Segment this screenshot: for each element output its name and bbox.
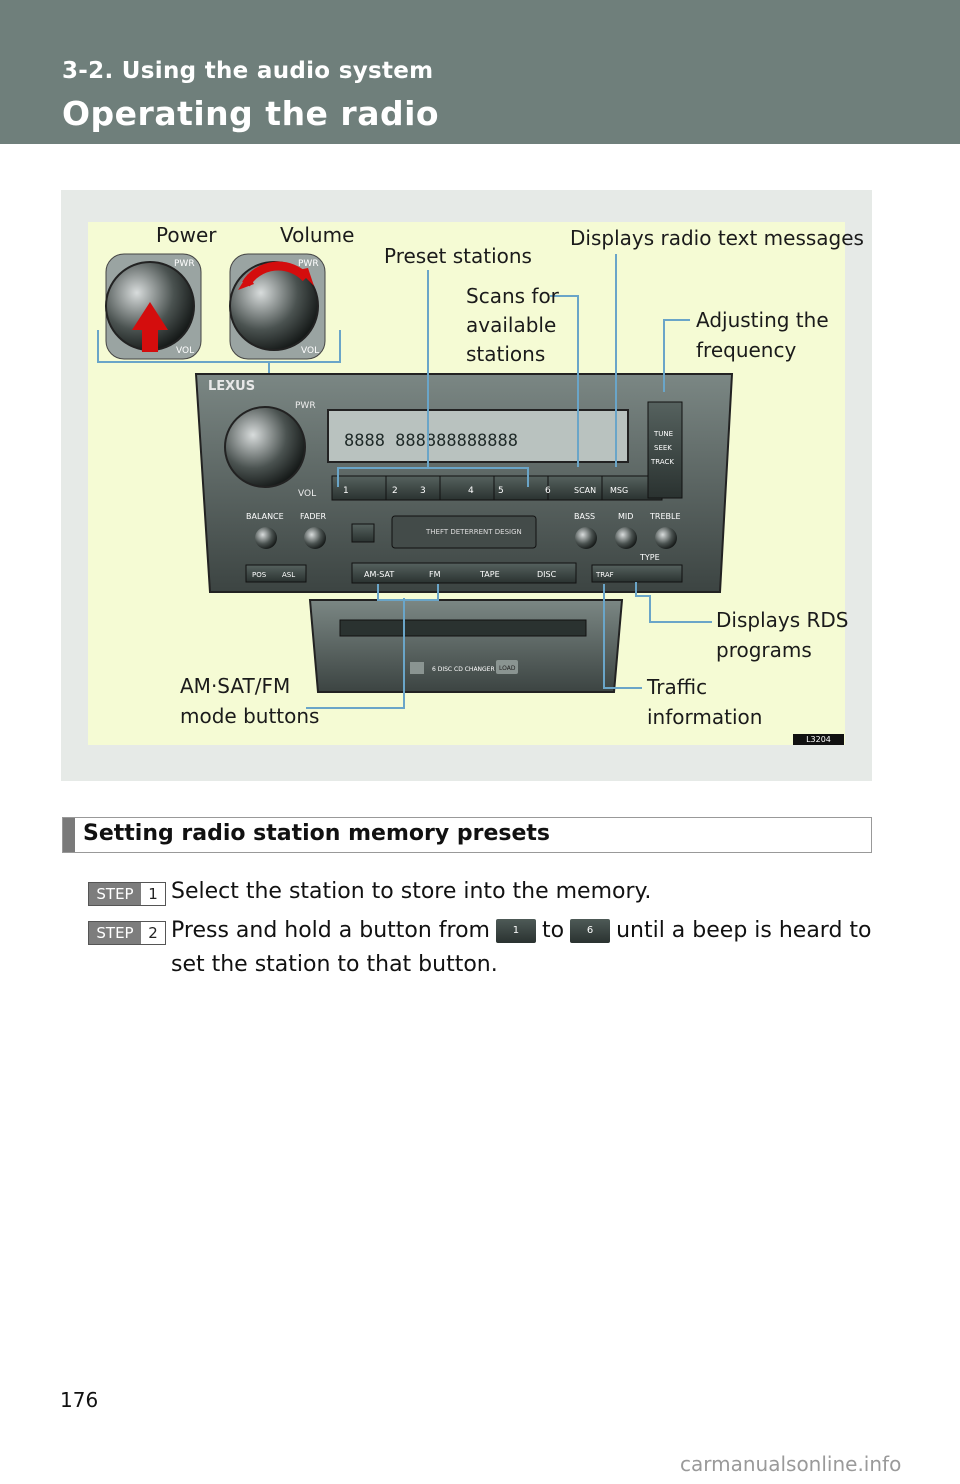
label-power: Power [156,223,217,247]
figure-code: L3204 [793,734,844,745]
svg-text:6: 6 [545,486,551,496]
svg-text:MSG: MSG [610,486,628,495]
step-badge-2: STEP 2 [88,921,166,945]
section-title: 3-2. Using the audio system [62,58,434,84]
svg-text:TAPE: TAPE [479,570,500,579]
svg-text:SCAN: SCAN [574,486,596,495]
svg-text:TYPE: TYPE [639,553,660,562]
svg-text:TREBLE: TREBLE [649,512,681,521]
svg-text:3: 3 [420,486,426,496]
step-1-text: Select the station to store into the mem… [171,879,652,904]
svg-text:PWR: PWR [174,259,195,269]
subsection-title: Setting radio station memory presets [83,821,550,846]
step-2-continuation: set the station to that button. [171,952,498,977]
subsection-bar [63,818,75,852]
preset-button-1-icon: 1 [495,919,536,943]
label-adjusting-frequency: Adjusting the frequency [696,308,829,362]
svg-text:PWR: PWR [295,401,316,411]
page-number: 176 [60,1388,99,1412]
svg-text:5: 5 [498,486,504,496]
svg-text:2: 2 [392,486,398,496]
label-traffic-information: Traffic information [647,675,763,729]
svg-text:ASL: ASL [282,571,295,579]
label-radio-text: Displays radio text messages [570,226,864,250]
svg-text:VOL: VOL [298,489,316,499]
svg-text:LEXUS: LEXUS [208,379,255,394]
svg-text:TRAF: TRAF [595,571,614,579]
svg-text:BALANCE: BALANCE [246,512,284,521]
cd-changer: 6 DISC CD CHANGER LOAD [308,599,624,693]
volume-knob: PWR VOL [229,253,326,360]
svg-text:1: 1 [343,486,349,496]
svg-text:BASS: BASS [574,512,595,521]
label-volume: Volume [280,223,355,247]
svg-text:TUNE: TUNE [653,430,673,438]
svg-text:AM-SAT: AM-SAT [364,570,394,579]
label-scans: Scans for available stations [466,284,559,366]
svg-text:FM: FM [429,570,441,579]
svg-text:VOL: VOL [176,346,194,356]
svg-text:LOAD: LOAD [499,665,516,672]
page-header: 3-2. Using the audio system Operating th… [0,0,960,144]
svg-text:THEFT DETERRENT DESIGN: THEFT DETERRENT DESIGN [425,528,522,536]
power-knob: PWR VOL [105,253,202,360]
head-unit: LEXUS PWR VOL 8888 888888888888 1 2 3 4 … [194,373,734,593]
svg-text:8888 888888888888: 8888 888888888888 [344,431,518,451]
svg-text:4: 4 [468,486,474,496]
svg-text:PWR: PWR [298,259,319,269]
svg-text:VOL: VOL [301,346,319,356]
label-mode-buttons: AM·SAT/FM mode buttons [180,674,320,728]
subsection-header: Setting radio station memory presets [62,817,872,853]
step-badge-1: STEP 1 [88,882,166,906]
svg-text:FADER: FADER [300,512,327,521]
svg-text:SEEK: SEEK [654,444,672,452]
svg-text:DISC: DISC [537,570,557,579]
label-preset-stations: Preset stations [384,244,532,268]
radio-illustration: PWR VOL PWR VOL LEXUS PWR VOL 8888 88888… [97,253,734,709]
svg-text:TRACK: TRACK [650,458,674,466]
svg-text:MID: MID [618,512,633,521]
watermark: carmanualsonline.info [680,1452,902,1476]
preset-button-6-icon: 6 [570,919,611,943]
svg-text:6 DISC CD CHANGER: 6 DISC CD CHANGER [432,666,495,673]
page-title: Operating the radio [62,94,440,133]
label-rds-programs: Displays RDS programs [716,608,849,662]
svg-text:POS: POS [252,571,267,579]
